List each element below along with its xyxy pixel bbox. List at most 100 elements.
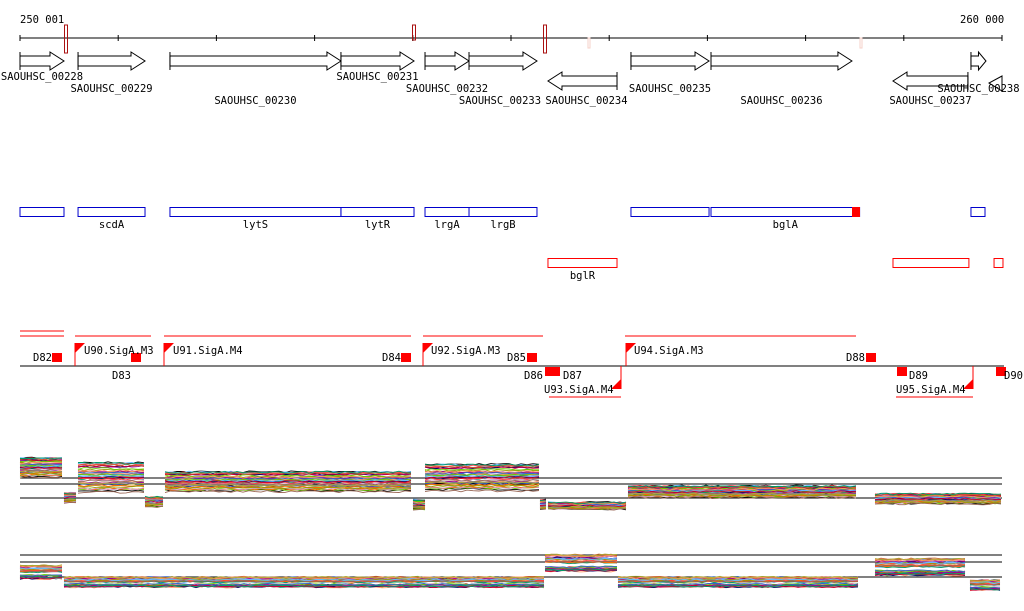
terminator-label: D89: [909, 370, 928, 382]
gene-name-box: [77, 207, 146, 217]
expression-profile-line: [544, 568, 618, 571]
expression-profile-line: [164, 478, 412, 482]
expression-profile-line: [63, 501, 77, 504]
expression-profile-line: [77, 472, 145, 475]
expression-profile-line: [63, 579, 544, 583]
ruler-track: 250 001 260 000: [19, 14, 1004, 54]
expression-profile-line: [547, 501, 627, 505]
expression-profile-line: [164, 477, 412, 480]
gene-name-box: [169, 207, 342, 217]
expression-profile-line: [164, 472, 412, 475]
promoter-label: U93.SigA.M4: [544, 384, 614, 396]
gene-arrow: [710, 51, 853, 71]
expression-profile-line: [874, 492, 1002, 496]
expression-profile-line: [544, 554, 618, 558]
gene-label: SAOUHSC_00235: [629, 83, 711, 95]
expression-profile-line: [424, 477, 540, 481]
gene-label: SAOUHSC_00228: [1, 71, 83, 83]
expression-profile-line: [874, 557, 966, 561]
expression-profile-line: [19, 565, 63, 568]
expression-profile-line: [969, 582, 1001, 586]
expression-profile-line: [19, 458, 63, 462]
gene-name-box: [970, 207, 986, 217]
gene-arrow: [169, 51, 342, 71]
gene-name-box: [468, 207, 538, 217]
expression-profile-line: [63, 492, 76, 495]
terminator-label: D88: [846, 352, 865, 364]
expression-profile-line: [539, 499, 547, 502]
expression-profile-line: [969, 587, 1001, 591]
terminator-label: D85: [507, 352, 526, 364]
expression-profile-line: [77, 479, 145, 483]
gene-label: SAOUHSC_00234: [545, 95, 627, 107]
expression-profile-line: [544, 560, 618, 563]
gene-name-marker: [852, 207, 860, 217]
gene-label-layer: SAOUHSC_00228SAOUHSC_00229SAOUHSC_00230S…: [1, 71, 1020, 107]
expression-profile-line: [164, 482, 411, 486]
expression-profile-line: [63, 496, 77, 499]
expression-profile-line: [19, 472, 63, 476]
expression-profile-line: [77, 465, 145, 468]
terminator-marker: [550, 367, 560, 376]
expression-profile-line: [874, 573, 966, 576]
terminator-marker: [52, 353, 62, 362]
gene-name-label: lytR: [365, 219, 391, 231]
gene-label: SAOUHSC_00233: [459, 95, 541, 107]
promoter-label: U95.SigA.M4: [896, 384, 966, 396]
gene-name-label: lrgB: [490, 219, 515, 231]
expression-profile-line: [164, 484, 412, 487]
expression-profile-line: [412, 508, 426, 511]
expression-profile-line: [164, 485, 412, 489]
expression-profile-line: [874, 497, 1002, 501]
expression-profile-line: [77, 471, 145, 475]
expression-profile-line: [19, 569, 63, 573]
expression-profile-line: [19, 471, 63, 475]
expression-profile-line: [874, 558, 966, 562]
expression-profile-line: [617, 584, 859, 588]
expression-profile-line: [544, 557, 618, 561]
expression-profile-line: [413, 499, 426, 501]
expression-profile-line: [164, 486, 412, 490]
expression-profile-line: [77, 489, 145, 492]
gene-name-label: scdA: [99, 219, 125, 231]
gene-label: SAOUHSC_00237: [889, 95, 971, 107]
gene-name-box: [547, 258, 618, 268]
expression-profile-line: [547, 504, 627, 508]
expression-profile-line: [424, 463, 540, 467]
expression-profile-line: [547, 502, 627, 506]
expression-profile-line: [19, 468, 63, 472]
ruler-end-label: 260 000: [960, 14, 1004, 26]
gene-label: SAOUHSC_00229: [70, 83, 152, 95]
expression-profile-line: [544, 566, 618, 569]
expression-profile-line: [539, 499, 547, 501]
expression-profile-line: [19, 470, 63, 473]
gene-arrow: [892, 71, 969, 91]
gene-track: [19, 50, 1003, 92]
terminator-marker: [401, 353, 411, 362]
gene-name-label: bglR: [570, 270, 596, 282]
gene-name-box: [630, 207, 710, 217]
expression-profile-line: [424, 481, 540, 485]
expression-profile-line: [424, 484, 540, 488]
expression-profile-line: [539, 507, 547, 509]
expression-profile-line: [19, 457, 62, 460]
promoter-label: U94.SigA.M3: [634, 345, 704, 357]
ruler-start-label: 250 001: [20, 14, 64, 26]
terminator-label: D84: [382, 352, 401, 364]
expression-profile-line: [19, 466, 63, 469]
expression-profile-line: [164, 475, 412, 479]
expression-profile-line: [617, 579, 859, 583]
ruler-marker: [859, 37, 863, 49]
expression-profile-line: [874, 572, 966, 575]
expression-profile-line: [19, 567, 63, 570]
expression-profile-line: [77, 477, 145, 481]
expression-profile-line: [19, 564, 63, 567]
expression-profile-line: [144, 502, 164, 506]
expression-profile-line: [969, 584, 1001, 586]
expression-profile-line: [617, 582, 859, 586]
expression-profile-line: [627, 492, 857, 496]
expression-profile-line: [424, 476, 540, 479]
expression-profile-line: [19, 576, 63, 579]
gene-arrow: [77, 51, 146, 71]
